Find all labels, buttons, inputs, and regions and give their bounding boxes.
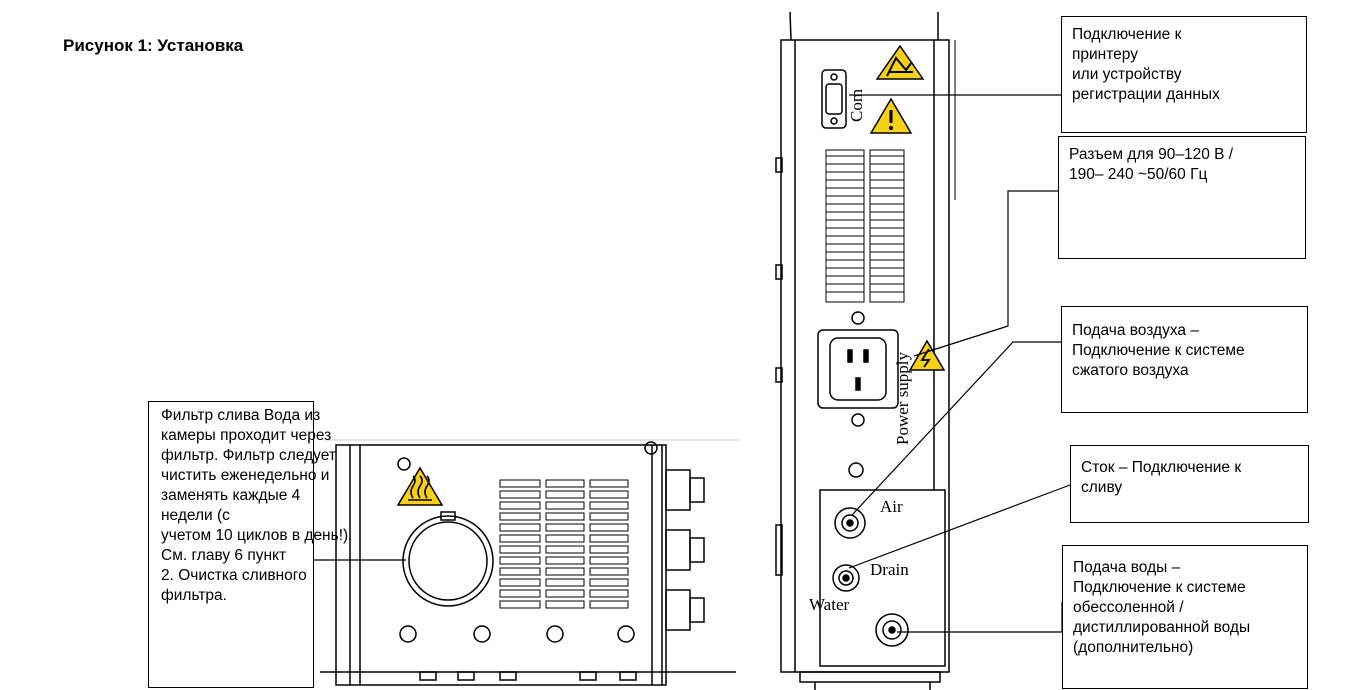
callout-power-connector: Разъем для 90–120 В / 190– 240 ~50/60 Гц [1058, 136, 1306, 259]
front-vent-grille [499, 479, 629, 609]
figure-title: Рисунок 1: Установка [63, 36, 244, 55]
air-label: Air [880, 497, 903, 516]
esd-warning-icon [875, 44, 925, 80]
callout-air-supply: Подача воздуха – Подключение к системе с… [1061, 306, 1308, 413]
device-front-view [320, 439, 740, 686]
hot-surface-warning-icon [396, 466, 444, 506]
com-label: Com [847, 89, 866, 122]
drain-label: Drain [870, 560, 909, 579]
leader-lines [314, 94, 1071, 633]
vent-grille-lines [826, 155, 904, 293]
callout-drain: Сток – Подключение к сливу [1070, 445, 1309, 523]
callout-printer-connection: Подключение к принтеру или устройству ре… [1061, 16, 1307, 133]
callout-drain-filter: Фильтр слива Вода из камеры проходит чер… [148, 401, 352, 688]
callout-water-supply: Подача воды – Подключение к системе обес… [1062, 545, 1308, 689]
power-supply-label: Power supply [893, 351, 912, 445]
water-label: Water [809, 595, 849, 614]
high-voltage-warning-icon [908, 339, 946, 371]
general-warning-icon [869, 97, 913, 134]
